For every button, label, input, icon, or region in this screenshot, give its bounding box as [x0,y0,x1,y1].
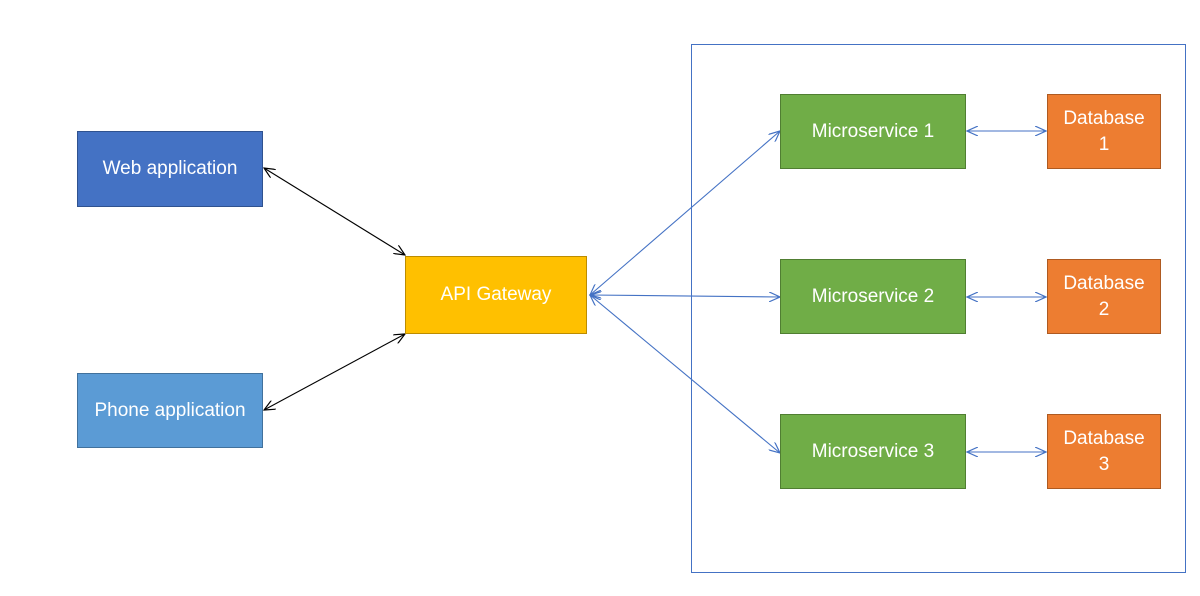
phone-to-gateway-connector [264,334,405,410]
database-3-label: Database 3 [1063,427,1145,475]
gateway-to-microservice-3-connector [590,295,780,453]
database-1-label: Database 1 [1063,107,1145,155]
database-2-label: Database 2 [1063,272,1145,320]
api-gateway-node: API Gateway [405,256,587,334]
database-2-node: Database 2 [1047,259,1161,334]
microservice-2-label: Microservice 2 [811,285,935,307]
api-gateway-label: API Gateway [440,284,552,305]
microservice-1-label: Microservice 1 [811,120,935,142]
microservice-2-node: Microservice 2 [780,259,966,334]
database-1-node: Database 1 [1047,94,1161,169]
gateway-to-microservice-1-connector [590,131,780,295]
web-application-label: Web application [102,158,238,179]
web-application-node: Web application [77,131,263,207]
microservice-1-node: Microservice 1 [780,94,966,169]
microservice-3-label: Microservice 3 [811,440,935,462]
microservice-3-node: Microservice 3 [780,414,966,489]
web-to-gateway-connector [264,168,405,255]
phone-application-node: Phone application [77,373,263,448]
phone-application-label: Phone application [94,399,246,421]
gateway-to-microservice-2-connector [590,295,780,297]
database-3-node: Database 3 [1047,414,1161,489]
